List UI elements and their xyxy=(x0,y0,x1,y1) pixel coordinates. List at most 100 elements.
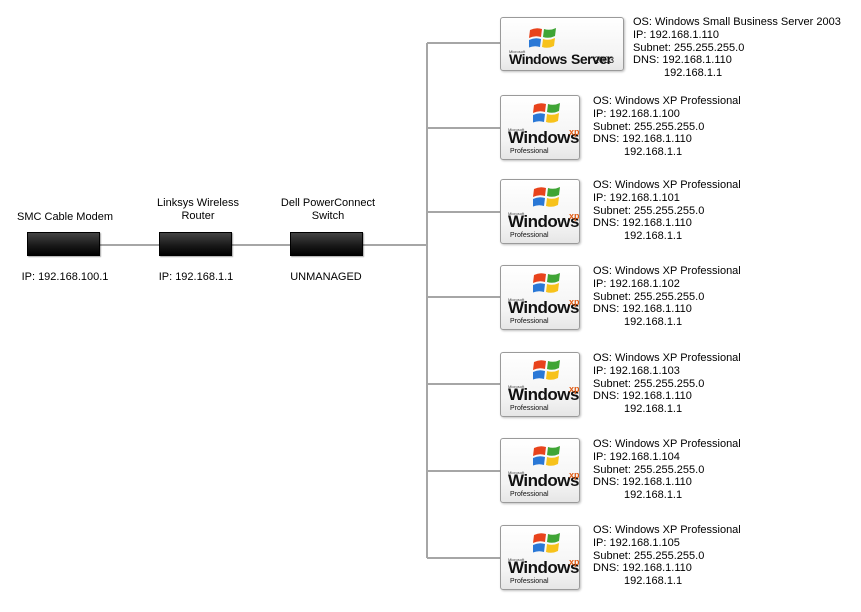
modem-ip: IP: 192.168.100.1 xyxy=(21,271,109,283)
flag-red-pane xyxy=(533,103,546,113)
flag-blue-pane xyxy=(533,543,545,553)
client-os: OS: Windows XP Professional xyxy=(593,352,741,364)
edition-label: Professional xyxy=(510,405,549,412)
client-dns-secondary: 192.168.1.1 xyxy=(624,316,683,329)
flag-blue-pane xyxy=(533,370,545,380)
client-dns: DNS: 192.168.1.110 xyxy=(593,390,692,403)
server-dns-secondary: 192.168.1.1 xyxy=(664,67,723,80)
client-os: OS: Windows XP Professional xyxy=(593,95,741,107)
client-info: OS: Windows XP Professional IP: 192.168.… xyxy=(593,265,741,329)
flag-yellow-pane xyxy=(546,543,559,553)
client-info: OS: Windows XP Professional IP: 192.168.… xyxy=(593,179,741,243)
edition-label: Professional xyxy=(510,148,549,155)
windows-flag-icon xyxy=(533,273,560,293)
client-subnet: Subnet: 255.255.255.0 xyxy=(593,204,705,217)
microsoft-mark: Microsoft xyxy=(508,557,525,562)
flag-green-pane xyxy=(547,446,560,456)
edition-label: Professional xyxy=(510,491,549,498)
microsoft-mark: Microsoft xyxy=(508,297,525,302)
server-wordmark: Server xyxy=(571,51,612,67)
client-subnet: Subnet: 255.255.255.0 xyxy=(593,377,705,390)
windows-wordmark: Windows xyxy=(508,128,579,147)
client-dns-secondary: 192.168.1.1 xyxy=(624,575,683,588)
xp-mark: xp xyxy=(569,384,580,394)
flag-red-pane xyxy=(533,273,546,283)
windows-flag-icon xyxy=(533,360,560,380)
router-ip: IP: 192.168.1.1 xyxy=(158,271,234,283)
switch-label: Dell PowerConnect Switch xyxy=(268,197,388,223)
server-dns: DNS: 192.168.1.110 xyxy=(633,54,732,67)
client-info: OS: Windows XP Professional IP: 192.168.… xyxy=(593,438,741,502)
windows-wordmark: Windows xyxy=(508,212,579,231)
flag-green-pane xyxy=(547,103,560,113)
windows-flag-icon xyxy=(533,103,560,123)
wireless-router-device xyxy=(159,232,232,256)
client-os: OS: Windows XP Professional xyxy=(593,265,741,277)
windows-wordmark: Windows xyxy=(508,298,579,317)
microsoft-mark: Microsoft xyxy=(508,127,525,132)
client-dns-secondary: 192.168.1.1 xyxy=(624,146,683,159)
client-dns: DNS: 192.168.1.110 xyxy=(593,217,692,230)
windows-xp-logo: Microsoft Windows xp Professional xyxy=(500,438,580,503)
switch-status: UNMANAGED xyxy=(290,271,362,283)
flag-yellow-pane xyxy=(546,113,559,123)
xp-mark: xp xyxy=(569,211,580,221)
flag-green-pane xyxy=(547,187,560,197)
client-dns: DNS: 192.168.1.110 xyxy=(593,133,692,146)
flag-green-pane xyxy=(547,360,560,370)
server-os: OS: Windows Small Business Server 2003 xyxy=(633,16,841,28)
client-dns-secondary: 192.168.1.1 xyxy=(624,403,683,416)
flag-red-pane xyxy=(533,533,546,543)
flag-blue-pane xyxy=(533,197,545,207)
windows-wordmark: Windows xyxy=(509,51,567,67)
windows-flag-icon xyxy=(529,28,556,48)
switch-label-text: Dell PowerConnect Switch xyxy=(280,197,376,222)
client-ip: IP: 192.168.1.102 xyxy=(593,277,680,290)
client-info: OS: Windows XP Professional IP: 192.168.… xyxy=(593,524,741,588)
client-subnet: Subnet: 255.255.255.0 xyxy=(593,549,705,562)
client-ip: IP: 192.168.1.103 xyxy=(593,364,680,377)
client-dns-secondary: 192.168.1.1 xyxy=(624,489,683,502)
flag-yellow-pane xyxy=(546,197,559,207)
flag-red-pane xyxy=(533,360,546,370)
flag-blue-pane xyxy=(529,38,541,48)
flag-blue-pane xyxy=(533,113,545,123)
flag-blue-pane xyxy=(533,283,545,293)
client-dns-secondary: 192.168.1.1 xyxy=(624,230,683,243)
windows-xp-logo: Microsoft Windows xp Professional xyxy=(500,95,580,160)
client-info: OS: Windows XP Professional IP: 192.168.… xyxy=(593,352,741,416)
client-subnet: Subnet: 255.255.255.0 xyxy=(593,120,705,133)
flag-red-pane xyxy=(529,28,542,38)
flag-red-pane xyxy=(533,187,546,197)
flag-red-pane xyxy=(533,446,546,456)
windows-xp-logo: Microsoft Windows xp Professional xyxy=(500,352,580,417)
client-os: OS: Windows XP Professional xyxy=(593,524,741,536)
server-info: OS: Windows Small Business Server 2003 I… xyxy=(633,16,841,80)
client-ip: IP: 192.168.1.100 xyxy=(593,107,680,120)
server-year: 2003 xyxy=(594,55,615,65)
client-os: OS: Windows XP Professional xyxy=(593,438,741,450)
client-info: OS: Windows XP Professional IP: 192.168.… xyxy=(593,95,741,159)
server-ip: IP: 192.168.1.110 xyxy=(633,28,720,41)
xp-mark: xp xyxy=(569,127,580,137)
client-ip: IP: 192.168.1.101 xyxy=(593,191,680,204)
switch-device xyxy=(290,232,363,256)
microsoft-mark: Microsoft xyxy=(508,384,525,389)
flag-yellow-pane xyxy=(546,370,559,380)
windows-server-2003-logo: Microsoft Windows Server 2003 xyxy=(500,17,624,71)
flag-yellow-pane xyxy=(546,456,559,466)
edition-label: Professional xyxy=(510,232,549,239)
client-dns: DNS: 192.168.1.110 xyxy=(593,303,692,316)
microsoft-mark: Microsoft xyxy=(508,211,525,216)
client-subnet: Subnet: 255.255.255.0 xyxy=(593,463,705,476)
flag-green-pane xyxy=(547,533,560,543)
xp-mark: xp xyxy=(569,470,580,480)
flag-yellow-pane xyxy=(542,38,555,48)
flag-blue-pane xyxy=(533,456,545,466)
windows-wordmark: Windows xyxy=(508,471,579,490)
flag-green-pane xyxy=(543,28,556,38)
flag-green-pane xyxy=(547,273,560,283)
client-ip: IP: 192.168.1.105 xyxy=(593,536,680,549)
microsoft-mark: Microsoft xyxy=(509,49,526,54)
windows-xp-logo: Microsoft Windows xp Professional xyxy=(500,179,580,244)
